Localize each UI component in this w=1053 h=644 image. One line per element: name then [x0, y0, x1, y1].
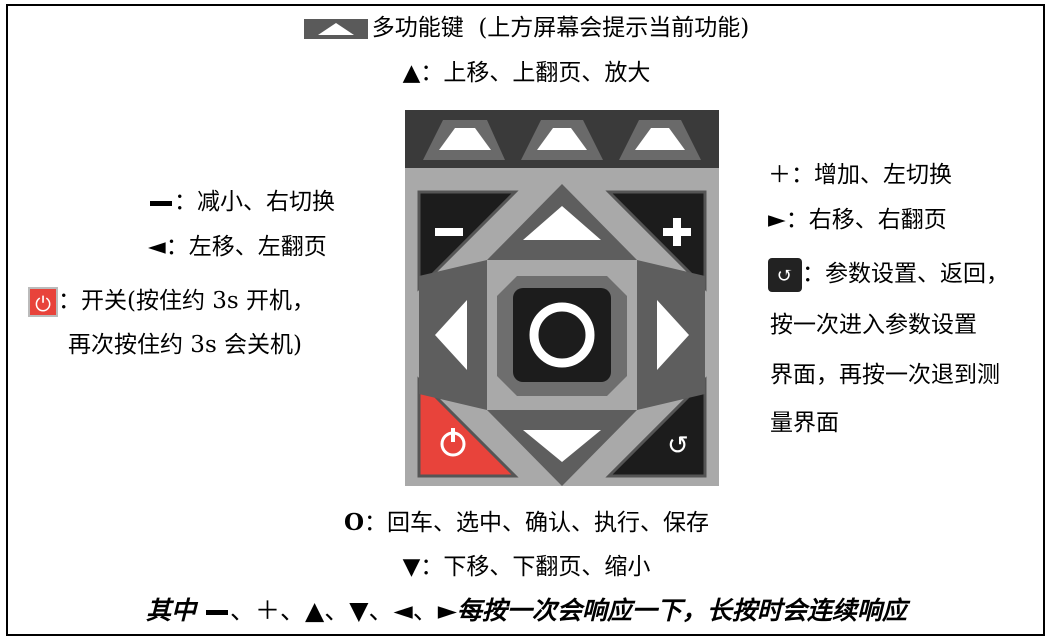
right-key[interactable]	[637, 260, 705, 410]
note-keys: 、＋、▲、▼、◄、►	[230, 596, 457, 625]
diagram-frame	[6, 4, 1045, 636]
minus-key-desc: ：减小、右切换	[174, 189, 335, 215]
note-minus-icon	[206, 610, 229, 615]
ok-key[interactable]	[497, 276, 627, 396]
settings-return-icon: ↺	[768, 258, 802, 292]
up-key-desc: ▲：上移、上翻页、放大	[402, 60, 651, 86]
settings-return-key[interactable]: ↺	[605, 376, 707, 478]
settings-key-desc-1: ：参数设置、返回，	[802, 261, 1009, 287]
power-key-desc-2: 再次按住约 3s 会关机)	[68, 332, 303, 358]
ok-key-desc: ：回车、选中、确认、执行、保存	[364, 510, 710, 536]
minus-key[interactable]	[417, 190, 519, 292]
repeat-note-line: 其中 、＋、▲、▼、◄、►每按一次会响应一下，长按时会连续响应	[0, 596, 1053, 626]
ok-key-line: O：回车、选中、确认、执行、保存	[0, 508, 1053, 538]
settings-key-desc-2: 按一次进入参数设置	[770, 312, 977, 338]
left-key-desc: ◄：左移、左翻页	[148, 234, 327, 260]
settings-key-desc-3: 界面，再按一次退到测	[770, 362, 1000, 388]
note-prefix: 其中	[146, 596, 197, 625]
left-key[interactable]	[419, 260, 487, 410]
function-key-2[interactable]	[521, 120, 603, 160]
right-key-desc: ►：右移、右翻页	[768, 207, 947, 233]
up-key[interactable]	[487, 184, 637, 260]
multifunction-key-icon	[303, 19, 368, 39]
multifunction-label: 多功能键	[371, 15, 464, 41]
ok-key-symbol: O	[343, 509, 365, 536]
svg-text:↺: ↺	[667, 431, 689, 461]
function-key-1[interactable]	[423, 120, 505, 160]
power-key-line: ⏻：开关(按住约 3s 开机，	[28, 286, 315, 317]
function-key-3[interactable]	[619, 120, 701, 160]
settings-key-desc-4: 量界面	[770, 410, 839, 436]
plus-key[interactable]	[605, 190, 707, 292]
power-key[interactable]	[417, 376, 519, 478]
down-key[interactable]	[487, 410, 637, 486]
multifunction-line: 多功能键 (上方屏幕会提示当前功能)	[0, 13, 1053, 43]
multifunction-note: (上方屏幕会提示当前功能)	[478, 15, 750, 41]
plus-key-desc: ＋：增加、左切换	[768, 162, 952, 188]
minus-key-line: ：减小、右切换	[148, 187, 335, 217]
down-key-desc: ▼：下移、下翻页、缩小	[402, 554, 651, 580]
power-icon: ⏻	[28, 287, 58, 317]
note-text: 每按一次会响应一下，长按时会连续响应	[456, 596, 907, 625]
settings-key-line: ↺：参数设置、返回，	[768, 258, 1009, 292]
power-key-desc-1: ：开关(按住约 3s 开机，	[58, 288, 316, 314]
keypad-illustration: ↺	[405, 110, 719, 486]
minus-symbol-icon	[150, 200, 172, 206]
